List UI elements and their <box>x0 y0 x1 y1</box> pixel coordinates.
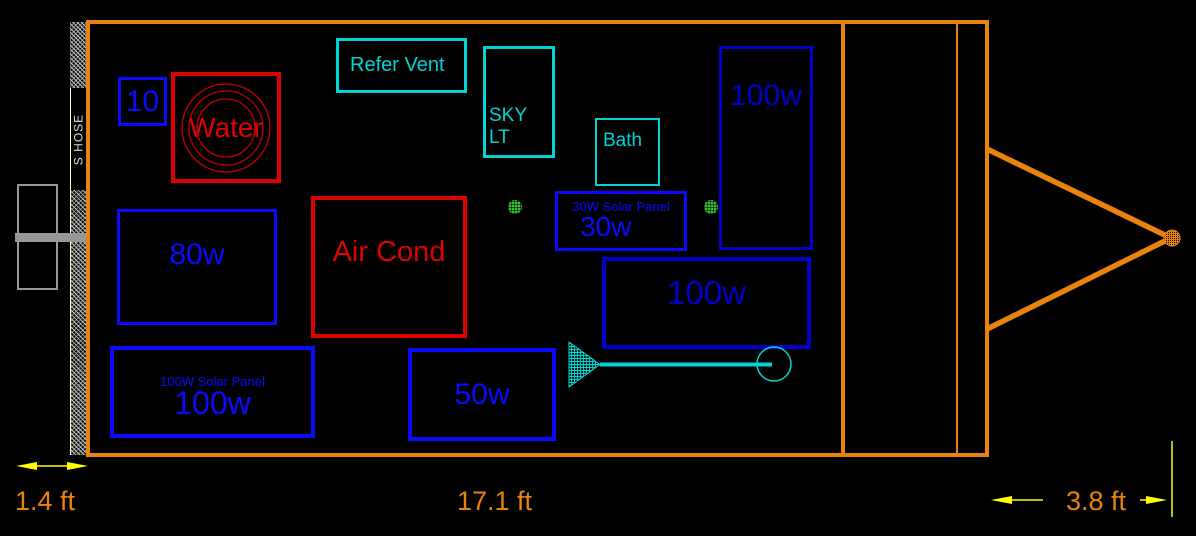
solar-panel-100w-front-right-label: 100w <box>730 79 802 112</box>
water-tank-box: Water <box>171 72 281 183</box>
rear-bumper-hatch-top <box>70 22 86 88</box>
front-bulkhead-line <box>841 24 845 453</box>
solar-panel-30w-label: 30w <box>580 211 632 242</box>
skylight-label: SKY LT <box>489 105 527 148</box>
roof-vent-dot-left <box>508 200 522 214</box>
vent-10-label: 10 <box>125 84 160 118</box>
roof-vent-dot-right <box>704 200 718 214</box>
solar-panel-100w-rear-sublabel: 100W Solar Panel <box>160 374 265 389</box>
solar-panel-100w-mid-label: 100w <box>667 274 746 311</box>
air-conditioner-label: Air Cond <box>332 236 446 268</box>
rear-bumper-hatch-bottom <box>70 190 86 455</box>
dimension-arrow-rear <box>16 462 88 470</box>
solar-panel-100w-front-right-box: 100w <box>719 46 813 250</box>
bath-vent-label: Bath <box>603 130 643 151</box>
solar-panel-80w-label: 80w <box>169 238 225 271</box>
bath-vent-box: Bath <box>595 118 660 186</box>
dimension-arrow-tongue-left <box>991 496 1043 504</box>
sewer-hose-carrier <box>70 88 86 190</box>
dimension-arrow-tongue-right <box>1140 496 1167 504</box>
refer-vent-box: Refer Vent <box>336 38 467 93</box>
air-conditioner-box: Air Cond <box>311 196 467 338</box>
solar-panel-100w-rear-box: 100W Solar Panel 100w <box>110 346 315 438</box>
tongue-coupler-icon <box>1163 229 1181 247</box>
trailer-tongue <box>985 146 1178 332</box>
solar-panel-30w-box: 30W Solar Panel 30w <box>555 191 687 251</box>
solar-panel-100w-mid-box: 100w <box>602 257 811 349</box>
refer-vent-label: Refer Vent <box>350 54 445 76</box>
sewer-hose-label: S HOSE <box>71 113 86 166</box>
rear-bumper-bar <box>15 233 88 242</box>
solar-panel-100w-rear-label: 100w <box>174 385 251 421</box>
dimension-label-tongue-length: 3.8 ft <box>1066 486 1127 516</box>
solar-panel-30w-sublabel: 30W Solar Panel <box>572 199 670 214</box>
solar-panel-50w-label: 50w <box>454 377 510 411</box>
front-wall-line <box>956 24 958 453</box>
solar-panel-50w-box: 50w <box>408 348 556 441</box>
dimension-label-body-length: 17.1 ft <box>457 486 533 516</box>
solar-panel-80w-box: 80w <box>117 209 277 325</box>
water-tank-label: Water <box>189 111 263 143</box>
dimension-label-rear-overhang: 1.4 ft <box>15 486 76 516</box>
vent-10-box: 10 <box>118 77 167 126</box>
skylight-box: SKY LT <box>483 46 555 158</box>
